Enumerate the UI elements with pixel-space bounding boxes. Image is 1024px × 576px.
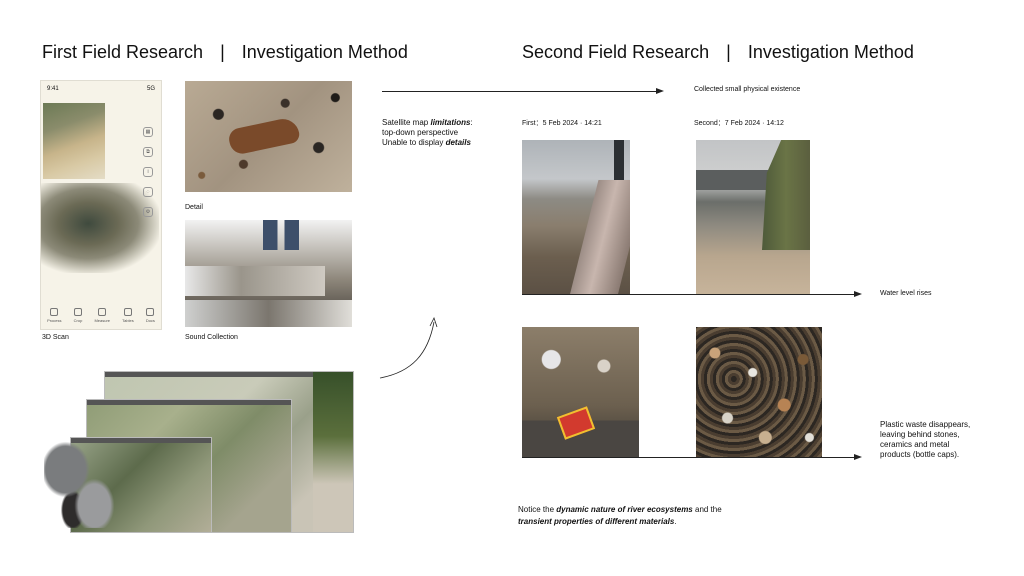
limitations-emphasis: limitations (430, 118, 471, 127)
scan-model-top (43, 103, 105, 179)
bridge (696, 170, 778, 190)
ar-icon: ◌ (143, 187, 153, 197)
mossy-wall (762, 140, 810, 250)
second-visit-riverbank-photo (696, 140, 810, 295)
phone-signal: 5G (146, 86, 155, 92)
collage-strip (185, 266, 325, 296)
left-title-research: First Field Research (42, 42, 204, 62)
arrow-water-line (522, 294, 856, 295)
right-title-research: Second Field Research (522, 42, 710, 62)
arrow-water-head (854, 291, 862, 297)
tool-tables: Tables (122, 308, 134, 323)
caption-detail: Detail (185, 204, 203, 211)
settings-icon: ⚙ (143, 207, 153, 217)
collage-strip-2 (185, 300, 352, 327)
right-title-separator: | (726, 42, 731, 62)
satellite-green-area (313, 372, 353, 532)
tool-crop: Crop (74, 308, 82, 323)
phone-side-toolbar: ▦ ⧉ i ◌ ⚙ (143, 127, 153, 217)
lamp-post (614, 140, 624, 188)
tool-measure: Measure (94, 308, 110, 323)
info-icon: i (143, 167, 153, 177)
notice-line-2: transient properties of different materi… (518, 517, 677, 526)
first-date-label: First：5 Feb 2024 · 14:21 (522, 120, 602, 127)
layers-icon: ▦ (143, 127, 153, 137)
satellite-limitations-text: Satellite map limitations: top-down pers… (382, 118, 473, 148)
notice-line-1: Notice the dynamic nature of river ecosy… (518, 505, 722, 514)
first-visit-riverbank-photo (522, 140, 630, 295)
scan-model-bottom (41, 183, 159, 273)
left-title-separator: | (220, 42, 225, 62)
arrow-top-line (382, 91, 658, 92)
arrow-plastic-head (854, 454, 862, 460)
phone-3d-scan-screenshot: 9:41 5G ▦ ⧉ i ◌ ⚙ Process Crop Measure T… (40, 80, 162, 330)
first-visit-trash-photo (522, 327, 639, 457)
phone-status-bar: 9:41 5G (41, 81, 161, 97)
details-emphasis: details (445, 138, 471, 147)
export-icon: ⧉ (143, 147, 153, 157)
left-title-method: Investigation Method (241, 42, 408, 62)
collage-legs (263, 220, 299, 250)
second-date-label: Second：7 Feb 2024 · 14:12 (694, 120, 784, 127)
dynamic-nature-emphasis: dynamic nature of river ecosystems (556, 505, 693, 514)
crisp-packet (556, 406, 596, 440)
arrow-plastic-line (522, 457, 856, 458)
caption-3d-scan: 3D Scan (42, 334, 69, 341)
satellite-line-2: top-down perspective (382, 128, 459, 137)
detail-photo (185, 81, 352, 192)
satellite-line-1: Satellite map limitations: (382, 118, 473, 127)
right-title-method: Investigation Method (747, 42, 914, 62)
phone-bottom-toolbar: Process Crop Measure Tables Docs (41, 308, 161, 323)
sound-collection-collage (185, 220, 352, 327)
second-visit-pebbles-photo (696, 327, 822, 457)
arrow-top-head (656, 88, 664, 94)
collected-label: Collected small physical existence (694, 86, 801, 93)
glove-in-photo (227, 116, 301, 156)
tool-docs: Docs (146, 308, 155, 323)
right-title: Second Field Research | Investigation Me… (522, 42, 914, 63)
tool-process: Process (47, 308, 62, 323)
satellite-line-3: Unable to display details (382, 138, 471, 147)
embankment-wall (569, 180, 630, 295)
caption-sound-collection: Sound Collection (185, 334, 238, 341)
transient-properties-emphasis: transient properties of different materi… (518, 517, 675, 526)
phone-time: 9:41 (47, 86, 59, 92)
gloves-and-figure-collage (44, 438, 116, 528)
notice-text: Notice the dynamic nature of river ecosy… (518, 504, 722, 528)
water-level-label: Water level rises (880, 290, 932, 297)
curved-arrow (379, 316, 438, 379)
plastic-waste-label: Plastic waste disappears, leaving behind… (880, 420, 971, 459)
left-title: First Field Research | Investigation Met… (42, 42, 408, 63)
